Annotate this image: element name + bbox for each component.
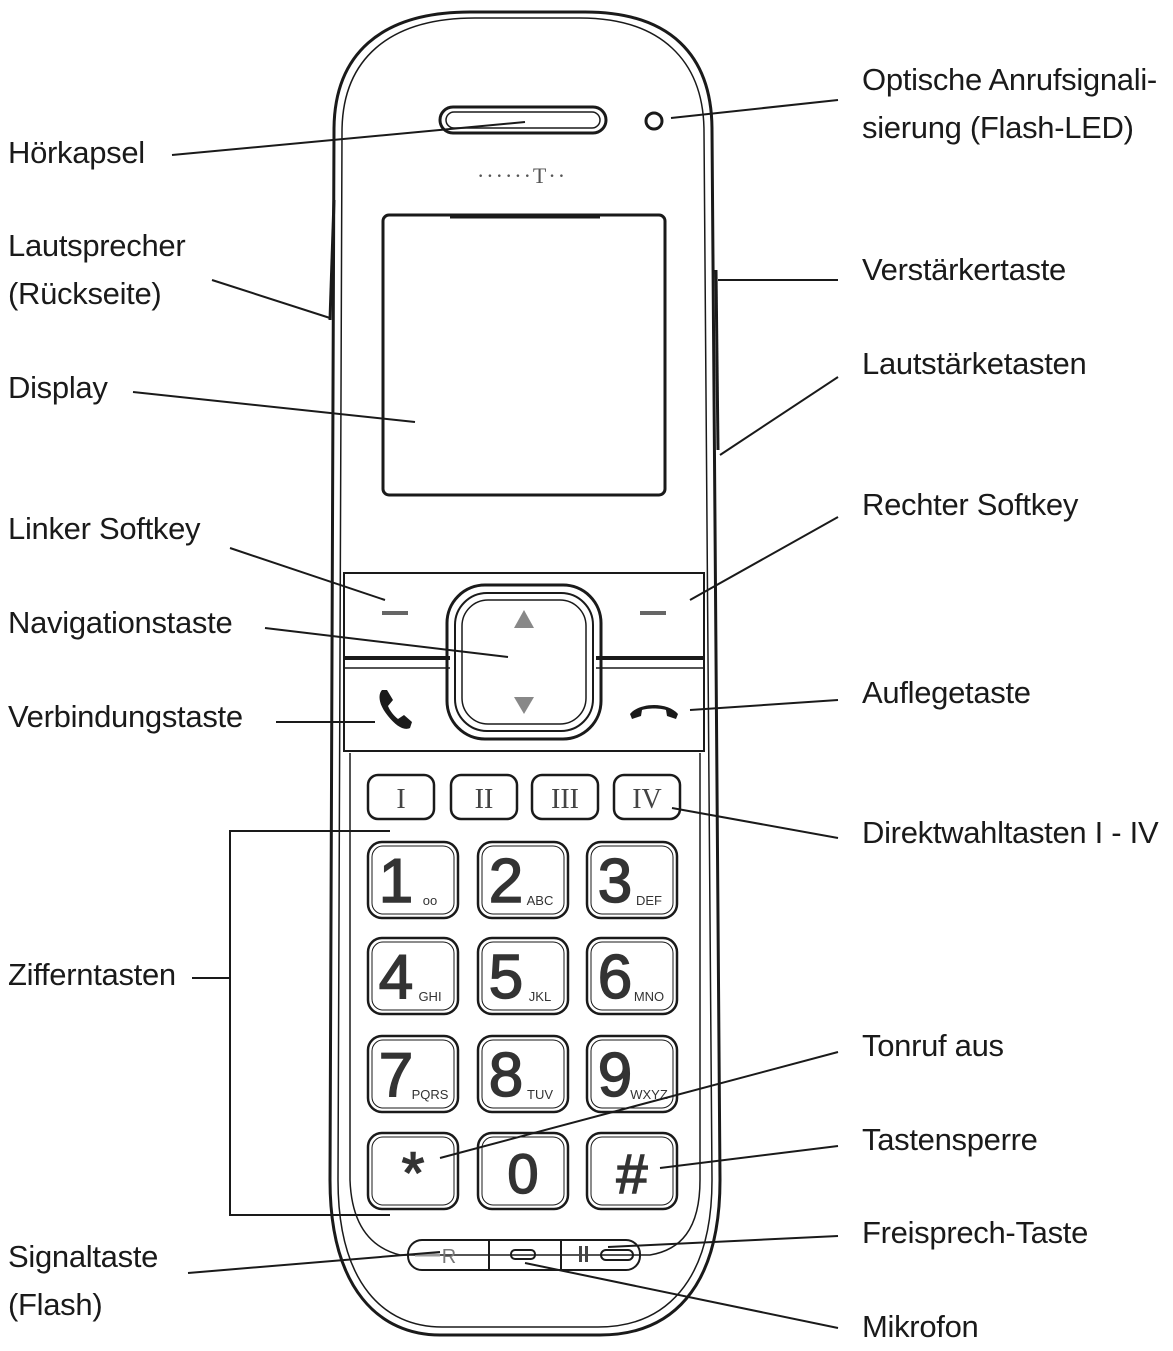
digit-key-letters: GHI xyxy=(418,989,441,1004)
digit-key-letters: MNO xyxy=(634,989,664,1004)
digit-key-number: 3 xyxy=(598,847,632,916)
digit-key-letters: ABC xyxy=(527,893,554,908)
nav-up-arrow xyxy=(514,610,534,628)
speaker-key-icon xyxy=(579,1246,634,1262)
digit-key-11[interactable]: 0 xyxy=(476,1131,570,1211)
flash-led xyxy=(644,111,664,131)
label-freisprech-taste: Freisprech-Taste xyxy=(862,1215,1089,1250)
label-display: Display xyxy=(8,370,108,405)
label-verbindungstaste: Verbindungstaste xyxy=(8,699,243,734)
label-flash-led-line1: Optische Anrufsignali- xyxy=(862,62,1157,97)
navigation-key xyxy=(445,583,603,741)
digit-key-letters: WXYZ xyxy=(630,1087,668,1102)
direct-key-2[interactable]: II xyxy=(449,773,519,821)
digit-key-number: 1 xyxy=(379,847,413,916)
digit-key-number: 2 xyxy=(489,847,523,916)
call-key-icon xyxy=(379,690,412,729)
label-lautsprecher-line2: (Rückseite) xyxy=(8,276,162,311)
microphone xyxy=(510,1249,536,1260)
earpiece xyxy=(438,105,608,135)
direct-key-4[interactable]: IV xyxy=(612,773,682,821)
label-mikrofon: Mikrofon xyxy=(862,1309,979,1344)
digit-key-letters: PQRS xyxy=(412,1087,449,1102)
digit-key-number: 7 xyxy=(379,1041,413,1110)
digit-key-letters: DEF xyxy=(636,893,662,908)
amplifier-key-side xyxy=(714,269,720,451)
label-signaltaste: Signaltaste (Flash) xyxy=(8,1233,158,1329)
digit-key-number: 4 xyxy=(379,943,413,1012)
digit-key-letters: JKL xyxy=(529,989,551,1004)
label-lautsprecher: Lautsprecher (Rückseite) xyxy=(8,222,186,318)
phone-outline xyxy=(328,10,722,1337)
digit-key-letters: oo xyxy=(423,893,437,908)
digit-key-number: 6 xyxy=(598,943,632,1012)
digit-key-symbol: * xyxy=(402,1141,425,1206)
digit-key-letters: TUV xyxy=(527,1087,553,1102)
telekom-logo: ······T·· xyxy=(477,163,567,188)
label-lautstaerketasten: Lautstärketasten xyxy=(862,346,1087,381)
label-zifferntasten: Zifferntasten xyxy=(8,957,176,992)
r-key-label: R xyxy=(442,1246,456,1268)
digit-key-number: 9 xyxy=(598,1041,632,1110)
label-tonruf-aus: Tonruf aus xyxy=(862,1028,1004,1063)
label-lautsprecher-line1: Lautsprecher xyxy=(8,228,186,263)
digit-key-number: 5 xyxy=(489,943,523,1012)
label-tastensperre: Tastensperre xyxy=(862,1122,1038,1157)
phone-outline-inner xyxy=(337,17,713,1328)
digit-key-symbol: 0 xyxy=(507,1142,538,1205)
digit-key-12[interactable]: # xyxy=(585,1131,679,1211)
display-screen xyxy=(381,213,667,497)
label-rechter-softkey: Rechter Softkey xyxy=(862,487,1079,522)
label-navigationstaste: Navigationstaste xyxy=(8,605,233,640)
label-verstaerkertaste: Verstärkertaste xyxy=(862,252,1066,287)
digit-key-10[interactable]: * xyxy=(366,1131,460,1211)
direct-key-label: I xyxy=(396,784,405,815)
label-hoerkapsel: Hörkapsel xyxy=(8,135,145,170)
label-signaltaste-line1: Signaltaste xyxy=(8,1239,159,1274)
label-auflegetaste: Auflegetaste xyxy=(862,675,1031,710)
direct-key-1[interactable]: I xyxy=(366,773,436,821)
label-direktwahltasten: Direktwahltasten I - IV xyxy=(862,815,1159,850)
direct-key-3[interactable]: III xyxy=(530,773,600,821)
digit-key-number: 8 xyxy=(489,1041,523,1110)
digit-key-symbol: # xyxy=(616,1142,647,1205)
direct-key-label: IV xyxy=(632,784,662,815)
label-flash-led: Optische Anrufsignali- sierung (Flash-LE… xyxy=(862,56,1157,152)
nav-down-arrow xyxy=(514,697,534,714)
side-line-left xyxy=(328,199,336,321)
leader-lines xyxy=(132,99,839,1329)
direct-key-label: III xyxy=(551,784,579,815)
label-signaltaste-line2: (Flash) xyxy=(8,1287,103,1322)
direct-key-label: II xyxy=(475,784,494,815)
control-panel xyxy=(343,572,705,752)
hangup-key-icon xyxy=(630,705,678,719)
label-flash-led-line2: sierung (Flash-LED) xyxy=(862,110,1134,145)
label-linker-softkey: Linker Softkey xyxy=(8,511,201,546)
digit-key-1[interactable]: 1 oo xyxy=(366,840,460,920)
